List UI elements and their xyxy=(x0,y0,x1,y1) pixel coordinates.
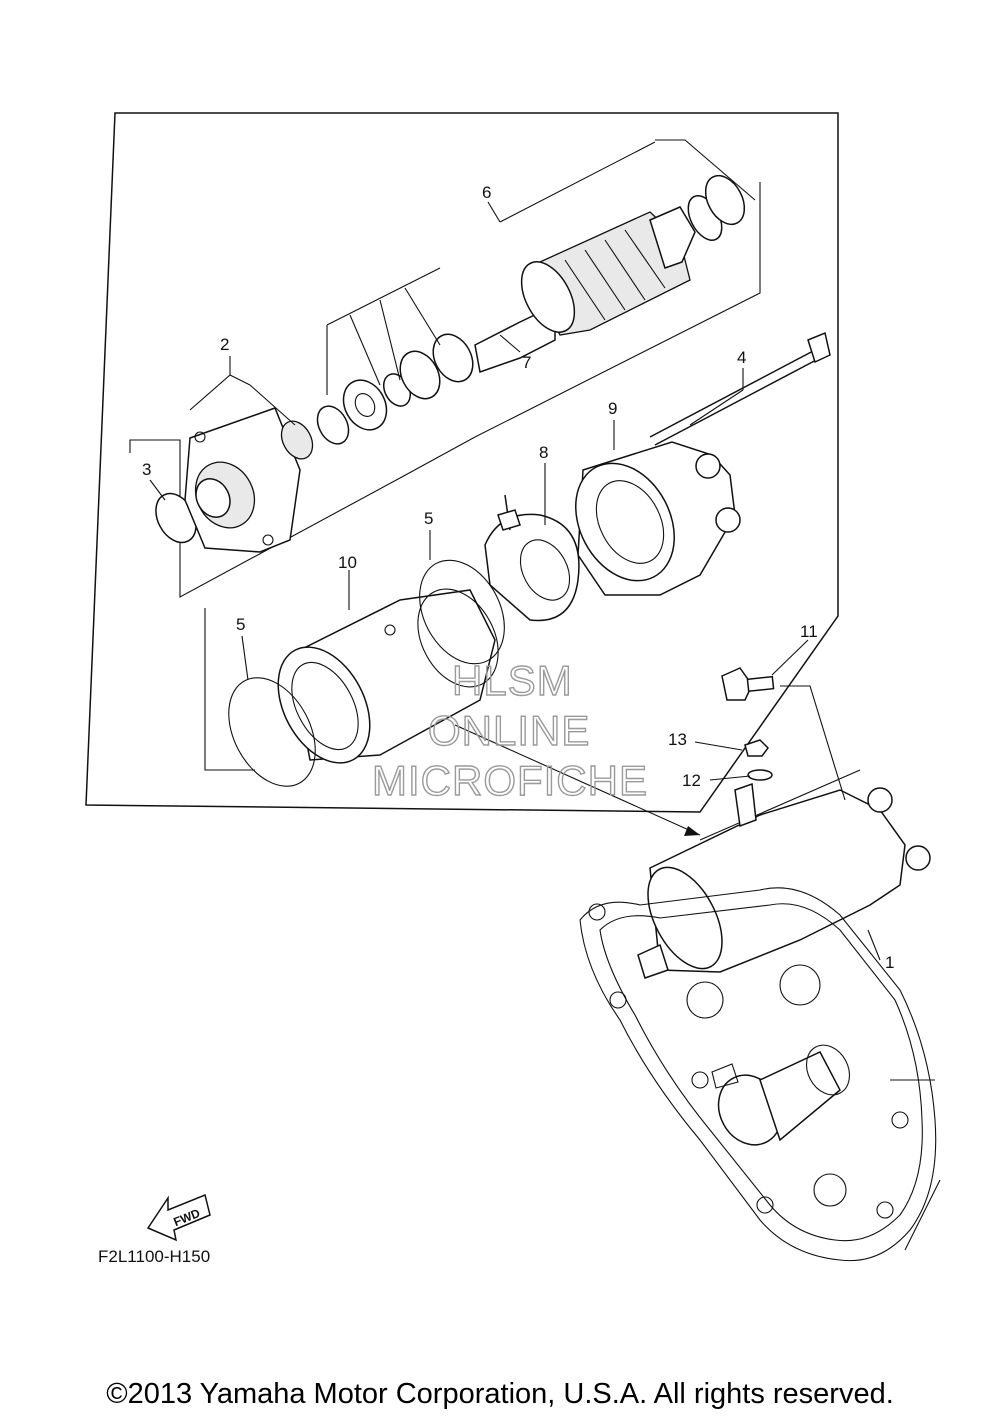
exploded-view-frame xyxy=(85,112,839,813)
figure-code: F2L1100-H150 xyxy=(98,1247,210,1266)
callout-6: 6 xyxy=(482,183,491,202)
part-10-yoke xyxy=(277,588,499,764)
armature-washer-b xyxy=(704,174,746,226)
callout-9: 9 xyxy=(608,399,617,418)
callout-5-rear: 5 xyxy=(424,509,433,528)
bearing xyxy=(280,420,314,460)
assembly-arrow xyxy=(454,724,701,836)
part-9-rear-cover xyxy=(574,441,741,596)
part-2-front-cover xyxy=(184,407,301,553)
callout-7: 7 xyxy=(522,353,531,372)
callout-3: 3 xyxy=(142,460,151,479)
callout-5-front: 5 xyxy=(236,615,245,634)
callout-11: 11 xyxy=(800,622,818,641)
washer-d xyxy=(432,333,474,383)
brush-plate-washer xyxy=(342,379,388,431)
bolt-leader xyxy=(780,685,846,801)
part-5-o-ring-rear xyxy=(419,559,505,665)
part-6-armature xyxy=(474,206,696,373)
callout-4: 4 xyxy=(737,348,746,367)
leader-lines xyxy=(149,141,881,961)
group-bracket-lower xyxy=(204,608,255,771)
copyright-notice: ©2013 Yamaha Motor Corporation, U.S.A. A… xyxy=(106,1378,894,1410)
watermark-line-2: ONLINE xyxy=(428,707,590,754)
callout-1: 1 xyxy=(885,953,894,972)
part-5-o-ring-front xyxy=(228,677,316,787)
washer-c xyxy=(399,350,441,400)
callout-10: 10 xyxy=(338,553,357,572)
part-8-brush-holder xyxy=(484,494,580,622)
assembly-arrowhead xyxy=(684,826,700,836)
part-1-starter-motor-assembly xyxy=(637,769,931,979)
callout-13: 13 xyxy=(668,730,687,749)
part-11-bolt xyxy=(721,667,775,701)
group-bracket-upper xyxy=(655,139,756,201)
watermark-line-1: HLSM xyxy=(452,657,573,704)
part-12-washer xyxy=(747,769,773,781)
watermark-line-3: MICROFICHE xyxy=(372,757,648,804)
fwd-arrow: FWD xyxy=(146,1193,211,1242)
part-13-nut xyxy=(744,739,769,757)
washer-a xyxy=(316,405,350,445)
callout-8: 8 xyxy=(539,443,548,462)
engine-crankcase xyxy=(579,887,941,1262)
callout-12: 12 xyxy=(682,771,701,790)
callout-2: 2 xyxy=(220,335,229,354)
part-4-through-bolt xyxy=(649,331,831,446)
